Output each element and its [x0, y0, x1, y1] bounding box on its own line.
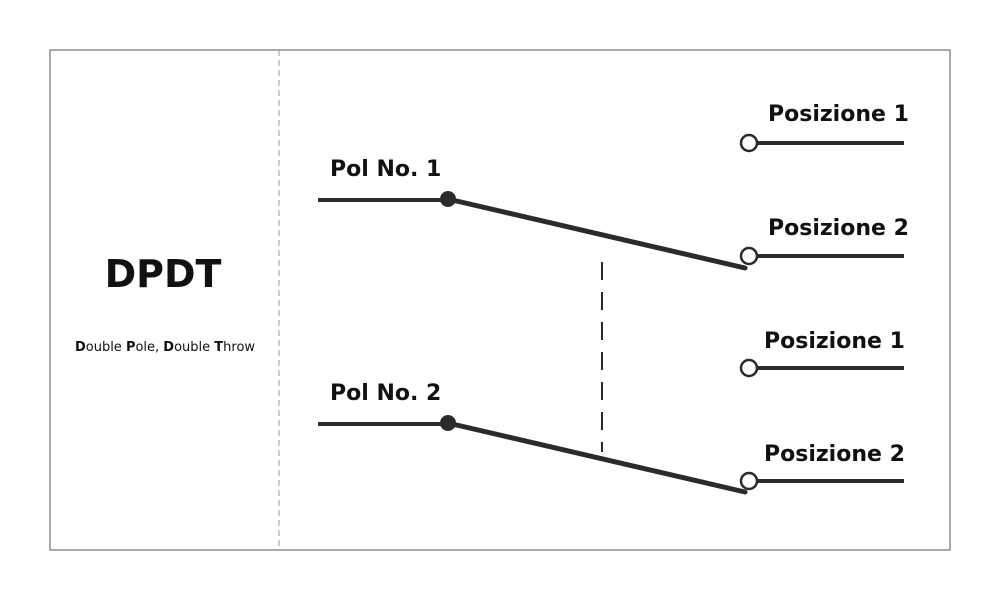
pole-1-blade — [445, 196, 748, 271]
pole-1-label: Pol No. 1 — [330, 157, 441, 182]
subtitle-part: D — [75, 340, 86, 355]
pole-2-position-1-label: Posizione 1 — [764, 329, 905, 354]
diagram-frame — [49, 49, 951, 551]
subtitle-part: ole, — [135, 340, 163, 355]
pole-1-pivot — [440, 191, 456, 207]
pole-1-position-2-label: Posizione 2 — [768, 216, 909, 241]
pole-2-position-2-terminal — [739, 471, 759, 491]
subtitle-part: T — [214, 340, 223, 355]
pole-2-blade — [445, 420, 748, 495]
diagram-subtitle: Double Pole, Double Throw — [75, 340, 255, 355]
pole-2-position-2-label: Posizione 2 — [764, 442, 905, 467]
subtitle-part: P — [126, 340, 136, 355]
subtitle-part: hrow — [223, 340, 255, 355]
pole-1-position-1-label: Posizione 1 — [768, 102, 909, 127]
pole-1-position-2-terminal — [739, 246, 759, 266]
pole-1-position-1-terminal — [739, 133, 759, 153]
pole-2-label: Pol No. 2 — [330, 381, 441, 406]
pole-2-pivot — [440, 415, 456, 431]
pole-2-position-1-terminal — [739, 358, 759, 378]
subtitle-part: D — [163, 340, 174, 355]
subtitle-part: ouble — [86, 340, 126, 355]
subtitle-part: ouble — [174, 340, 214, 355]
diagram-title: DPDT — [105, 252, 222, 296]
